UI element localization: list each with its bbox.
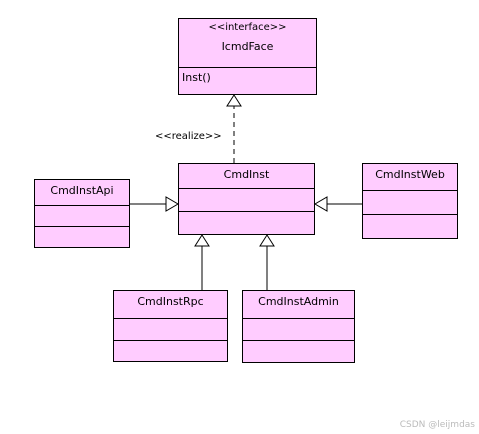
attributes-compartment	[179, 188, 314, 211]
class-name-compartment: CmdInstApi	[35, 180, 129, 205]
attributes-compartment	[363, 190, 457, 214]
generalization-cmdinstadmin	[259, 234, 275, 290]
class-name-compartment: CmdInstWeb	[363, 164, 457, 190]
class-cmdinst[interactable]: CmdInst	[178, 163, 315, 235]
class-cmdinstrpc[interactable]: CmdInstRpc	[113, 290, 228, 362]
class-name-cmdinstapi: CmdInstApi	[50, 184, 114, 197]
realize-label: <<realize>>	[155, 131, 222, 142]
attributes-compartment	[35, 205, 129, 226]
operations-compartment	[363, 214, 457, 238]
operations-compartment	[35, 226, 129, 247]
interface-operation-inst: Inst()	[182, 71, 211, 84]
interface-icmdface[interactable]: <<interface>> IcmdFace Inst()	[178, 18, 317, 95]
interface-stereotype: <<interface>>	[208, 22, 287, 33]
operations-compartment	[114, 339, 227, 362]
interface-operations-compartment: Inst()	[179, 67, 316, 94]
generalization-cmdinstapi	[130, 196, 179, 212]
class-name-compartment: CmdInstRpc	[114, 291, 227, 318]
class-name-cmdinst: CmdInst	[223, 168, 270, 181]
interface-name: IcmdFace	[221, 40, 274, 53]
operations-compartment	[179, 211, 314, 234]
interface-name-compartment: <<interface>> IcmdFace	[179, 19, 316, 67]
class-cmdinstweb[interactable]: CmdInstWeb	[362, 163, 458, 239]
class-name-compartment: CmdInst	[179, 164, 314, 188]
generalization-cmdinstrpc	[194, 234, 210, 290]
class-cmdinstapi[interactable]: CmdInstApi	[34, 179, 130, 248]
attributes-compartment	[243, 318, 354, 340]
operations-compartment	[243, 340, 354, 362]
class-name-compartment: CmdInstAdmin	[243, 291, 354, 318]
class-cmdinstadmin[interactable]: CmdInstAdmin	[242, 290, 355, 363]
realization-connector	[226, 94, 242, 163]
generalization-cmdinstweb	[314, 196, 362, 212]
watermark: CSDN @leijmdas	[399, 420, 475, 430]
class-name-cmdinstweb: CmdInstWeb	[375, 168, 445, 181]
class-name-cmdinstadmin: CmdInstAdmin	[258, 295, 339, 308]
class-name-cmdinstrpc: CmdInstRpc	[137, 295, 204, 308]
attributes-compartment	[114, 318, 227, 340]
